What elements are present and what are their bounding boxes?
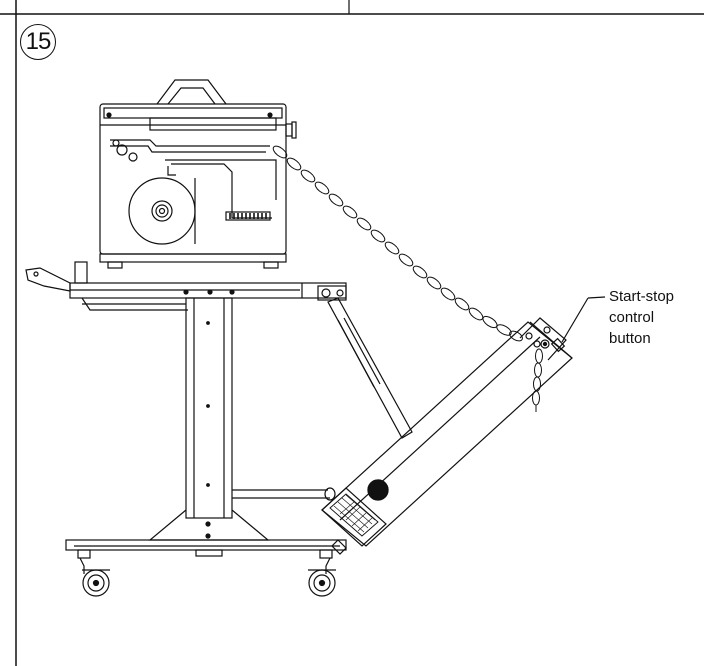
callout-line-3: button xyxy=(609,330,651,347)
start-stop-callout: Start-stop control button xyxy=(609,286,701,349)
label-chain-icon xyxy=(272,145,543,412)
callout-line-2: control xyxy=(609,309,655,326)
callout-leader-diagonal xyxy=(561,297,589,343)
callout-leader xyxy=(587,296,606,299)
motor-grille-icon xyxy=(333,494,376,533)
inclined-conveyor-icon xyxy=(321,317,573,555)
stand-base-icon xyxy=(65,487,347,559)
stand-column-icon xyxy=(148,297,270,541)
step-number: 15 xyxy=(25,28,52,55)
callout-line-1: Start-stop xyxy=(609,288,675,305)
caster-wheel-icon xyxy=(79,557,336,597)
gas-strut-icon xyxy=(327,297,413,439)
step-number-badge: 15 xyxy=(20,24,56,60)
printer-unit-icon xyxy=(99,79,297,269)
